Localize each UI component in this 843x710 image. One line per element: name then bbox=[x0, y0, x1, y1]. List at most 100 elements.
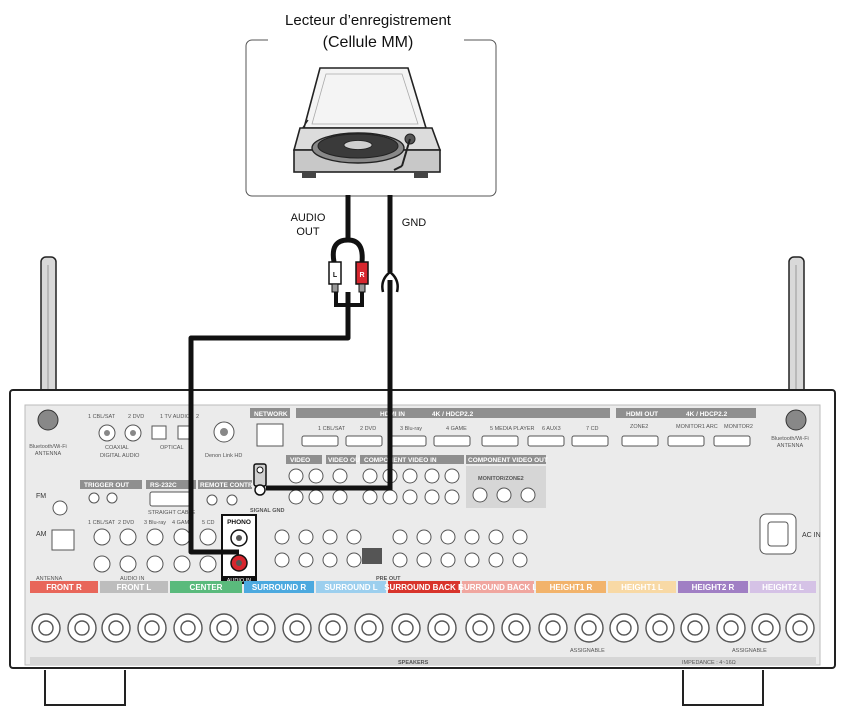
antenna-right-label-line2: ANTENNA bbox=[777, 443, 804, 449]
hdmi-out-monitor2-label: MONITOR2 bbox=[724, 424, 753, 430]
hdmi-out-label: HDMI OUT bbox=[626, 411, 658, 418]
speakers-label: SPEAKERS bbox=[398, 660, 429, 666]
speaker-height2-r-label: HEIGHT2 R bbox=[692, 583, 735, 592]
rca-plug-left: L bbox=[328, 261, 342, 293]
antenna-socket-left[interactable] bbox=[37, 409, 59, 431]
signal-gnd-label: SIGNAL GND bbox=[250, 508, 284, 514]
turntable-title-line2: (Cellule MM) bbox=[323, 34, 414, 51]
hdmi-in-7-label: 7 CD bbox=[586, 426, 599, 432]
audio-in-1-label: 1 CBL/SAT bbox=[88, 520, 116, 526]
optical-label: OPTICAL bbox=[160, 445, 184, 451]
speaker-terminals bbox=[31, 613, 815, 643]
hdmi-out-spec: 4K / HDCP2.2 bbox=[686, 411, 728, 418]
digital-in-3-label: 1 TV AUDIO bbox=[160, 414, 191, 420]
speaker-front-r-label: FRONT R bbox=[46, 583, 82, 592]
am-label: AM bbox=[36, 531, 47, 538]
hdmi-in-label: HDMI IN bbox=[380, 411, 405, 418]
plug-left-label: L bbox=[333, 272, 338, 279]
network-block: NETWORK bbox=[250, 408, 290, 447]
audio-in-section-label: AUDIO IN bbox=[120, 576, 144, 582]
digital-in-2-label: 2 DVD bbox=[128, 414, 144, 420]
assignable-label-2: ASSIGNABLE bbox=[732, 648, 767, 654]
turntable-box: Lecteur d’enregistrement (Cellule MM) bbox=[245, 12, 497, 197]
impedance-label: IMPEDANCE : 4~16Ω bbox=[682, 660, 736, 666]
antenna-left bbox=[36, 256, 61, 408]
title-backdrop bbox=[268, 30, 464, 52]
audio-cable-split bbox=[334, 290, 364, 307]
antenna-label: ANTENNA bbox=[36, 576, 63, 582]
hdmi-in-5-label: 5 MEDIA PLAYER bbox=[490, 426, 535, 432]
rca-plug-right: R bbox=[355, 261, 369, 293]
speaker-surround-r-label: SURROUND R bbox=[252, 583, 306, 592]
audio-in-3-label: 3 Blu-ray bbox=[144, 520, 166, 526]
speaker-surround-back-l-label: SURROUND BACK L bbox=[459, 583, 538, 592]
plug-right-label: R bbox=[359, 272, 364, 279]
signal-gnd-terminal[interactable]: SIGNAL GND bbox=[250, 463, 284, 514]
speaker-height2-l-label: HEIGHT2 L bbox=[762, 583, 804, 592]
monitor-zone2-label: MONITOR/ZONE2 bbox=[478, 476, 524, 482]
video-block: VIDEO VIDEO OUT COMPONENT VIDEO IN COMPO… bbox=[286, 455, 548, 508]
receiver-foot-left bbox=[44, 670, 126, 706]
control-block: TRIGGER OUT RS-232C REMOTE CONTROL STRAI… bbox=[80, 480, 262, 516]
denon-link-label: Denon Link HD bbox=[205, 453, 242, 459]
hdmi-in-1-label: 1 CBL/SAT bbox=[318, 426, 346, 432]
network-port[interactable] bbox=[256, 423, 284, 447]
turntable-title-line1: Lecteur d’enregistrement bbox=[285, 12, 452, 29]
speaker-surround-back-r-label: SURROUND BACK R bbox=[384, 583, 464, 592]
receiver-foot-right bbox=[682, 670, 764, 706]
pre-out-block: PRE OUT bbox=[274, 529, 528, 582]
antenna-right bbox=[784, 256, 809, 408]
hdmi-in-4-label: 4 GAME bbox=[446, 426, 467, 432]
hdmi-out-block: HDMI OUT 4K / HDCP2.2 ZONE2 MONITOR1 ARC… bbox=[616, 408, 756, 447]
audio-in-2-label: 2 DVD bbox=[118, 520, 134, 526]
antenna-right-label-line1: Bluetooth/Wi-Fi bbox=[771, 436, 809, 442]
digital-in-4-label: 2 bbox=[196, 414, 199, 420]
audio-in-5-label: 5 CD bbox=[202, 520, 215, 526]
rs232c-label: RS-232C bbox=[150, 482, 177, 489]
audio-cable bbox=[188, 195, 365, 555]
network-label: NETWORK bbox=[254, 411, 288, 418]
speaker-header: FRONT R FRONT L CENTER SURROUND R SURROU… bbox=[30, 581, 816, 593]
video-out-label: VIDEO OUT bbox=[328, 457, 364, 464]
assignable-label-1: ASSIGNABLE bbox=[570, 648, 605, 654]
antenna-socket-right[interactable] bbox=[785, 409, 807, 431]
coaxial-label: COAXIAL bbox=[105, 445, 129, 451]
gnd-label: GND bbox=[402, 217, 427, 229]
hdmi-out-zone2-label: ZONE2 bbox=[630, 424, 648, 430]
hdmi-in-3-label: 3 Blu-ray bbox=[400, 426, 422, 432]
hdmi-in-block: HDMI IN 4K / HDCP2.2 1 CBL/SAT 2 DVD 3 B… bbox=[296, 408, 610, 447]
pre-out-label: PRE OUT bbox=[376, 576, 401, 582]
digital-in-1-label: 1 CBL/SAT bbox=[88, 414, 116, 420]
fm-label: FM bbox=[36, 493, 46, 500]
hdmi-in-6-label: 6 AUX3 bbox=[542, 426, 561, 432]
digital-audio-block: 1 CBL/SAT 2 DVD 1 TV AUDIO 2 COAXIAL OPT… bbox=[88, 414, 242, 459]
turntable-icon bbox=[292, 67, 442, 178]
component-video-out-label: COMPONENT VIDEO OUT bbox=[468, 457, 548, 464]
audio-in-block: 1 CBL/SAT 2 DVD 3 Blu-ray 4 GAME 5 CD AU… bbox=[88, 520, 217, 582]
antenna-left-label-line1: Bluetooth/Wi-Fi bbox=[29, 444, 67, 450]
tuner-block: FM AM ANTENNA bbox=[36, 493, 75, 582]
remote-control-label: REMOTE CONTROL bbox=[200, 482, 262, 489]
hdmi-in-2-label: 2 DVD bbox=[360, 426, 376, 432]
antenna-left-label-line2: ANTENNA bbox=[35, 451, 62, 457]
trigger-out-label: TRIGGER OUT bbox=[84, 482, 129, 489]
component-video-in-label: COMPONENT VIDEO IN bbox=[364, 457, 437, 464]
speaker-surround-l-label: SURROUND L bbox=[324, 583, 377, 592]
straight-cable-label: STRAIGHT CABLE bbox=[148, 510, 196, 516]
receiver-rear-panel: Bluetooth/Wi-Fi ANTENNA Bluetooth/Wi-Fi … bbox=[9, 389, 836, 669]
audio-in-4-label: 4 GAME bbox=[172, 520, 193, 526]
speaker-front-l-label: FRONT L bbox=[117, 583, 152, 592]
hdmi-in-spec: 4K / HDCP2.2 bbox=[432, 411, 474, 418]
gnd-cable bbox=[266, 195, 399, 491]
speaker-height1-l-label: HEIGHT1 L bbox=[621, 583, 663, 592]
ac-in-socket[interactable]: AC IN bbox=[759, 513, 821, 555]
speaker-height1-r-label: HEIGHT1 R bbox=[550, 583, 593, 592]
digital-audio-label: DIGITAL AUDIO bbox=[100, 453, 140, 459]
ac-in-label: AC IN bbox=[802, 532, 821, 539]
phono-label: PHONO bbox=[227, 519, 251, 526]
audio-out-label-line2: OUT bbox=[296, 226, 320, 238]
speaker-center-label: CENTER bbox=[190, 583, 223, 592]
hdmi-out-monitor1-label: MONITOR1 ARC bbox=[676, 424, 718, 430]
audio-out-label-line1: AUDIO bbox=[291, 212, 326, 224]
